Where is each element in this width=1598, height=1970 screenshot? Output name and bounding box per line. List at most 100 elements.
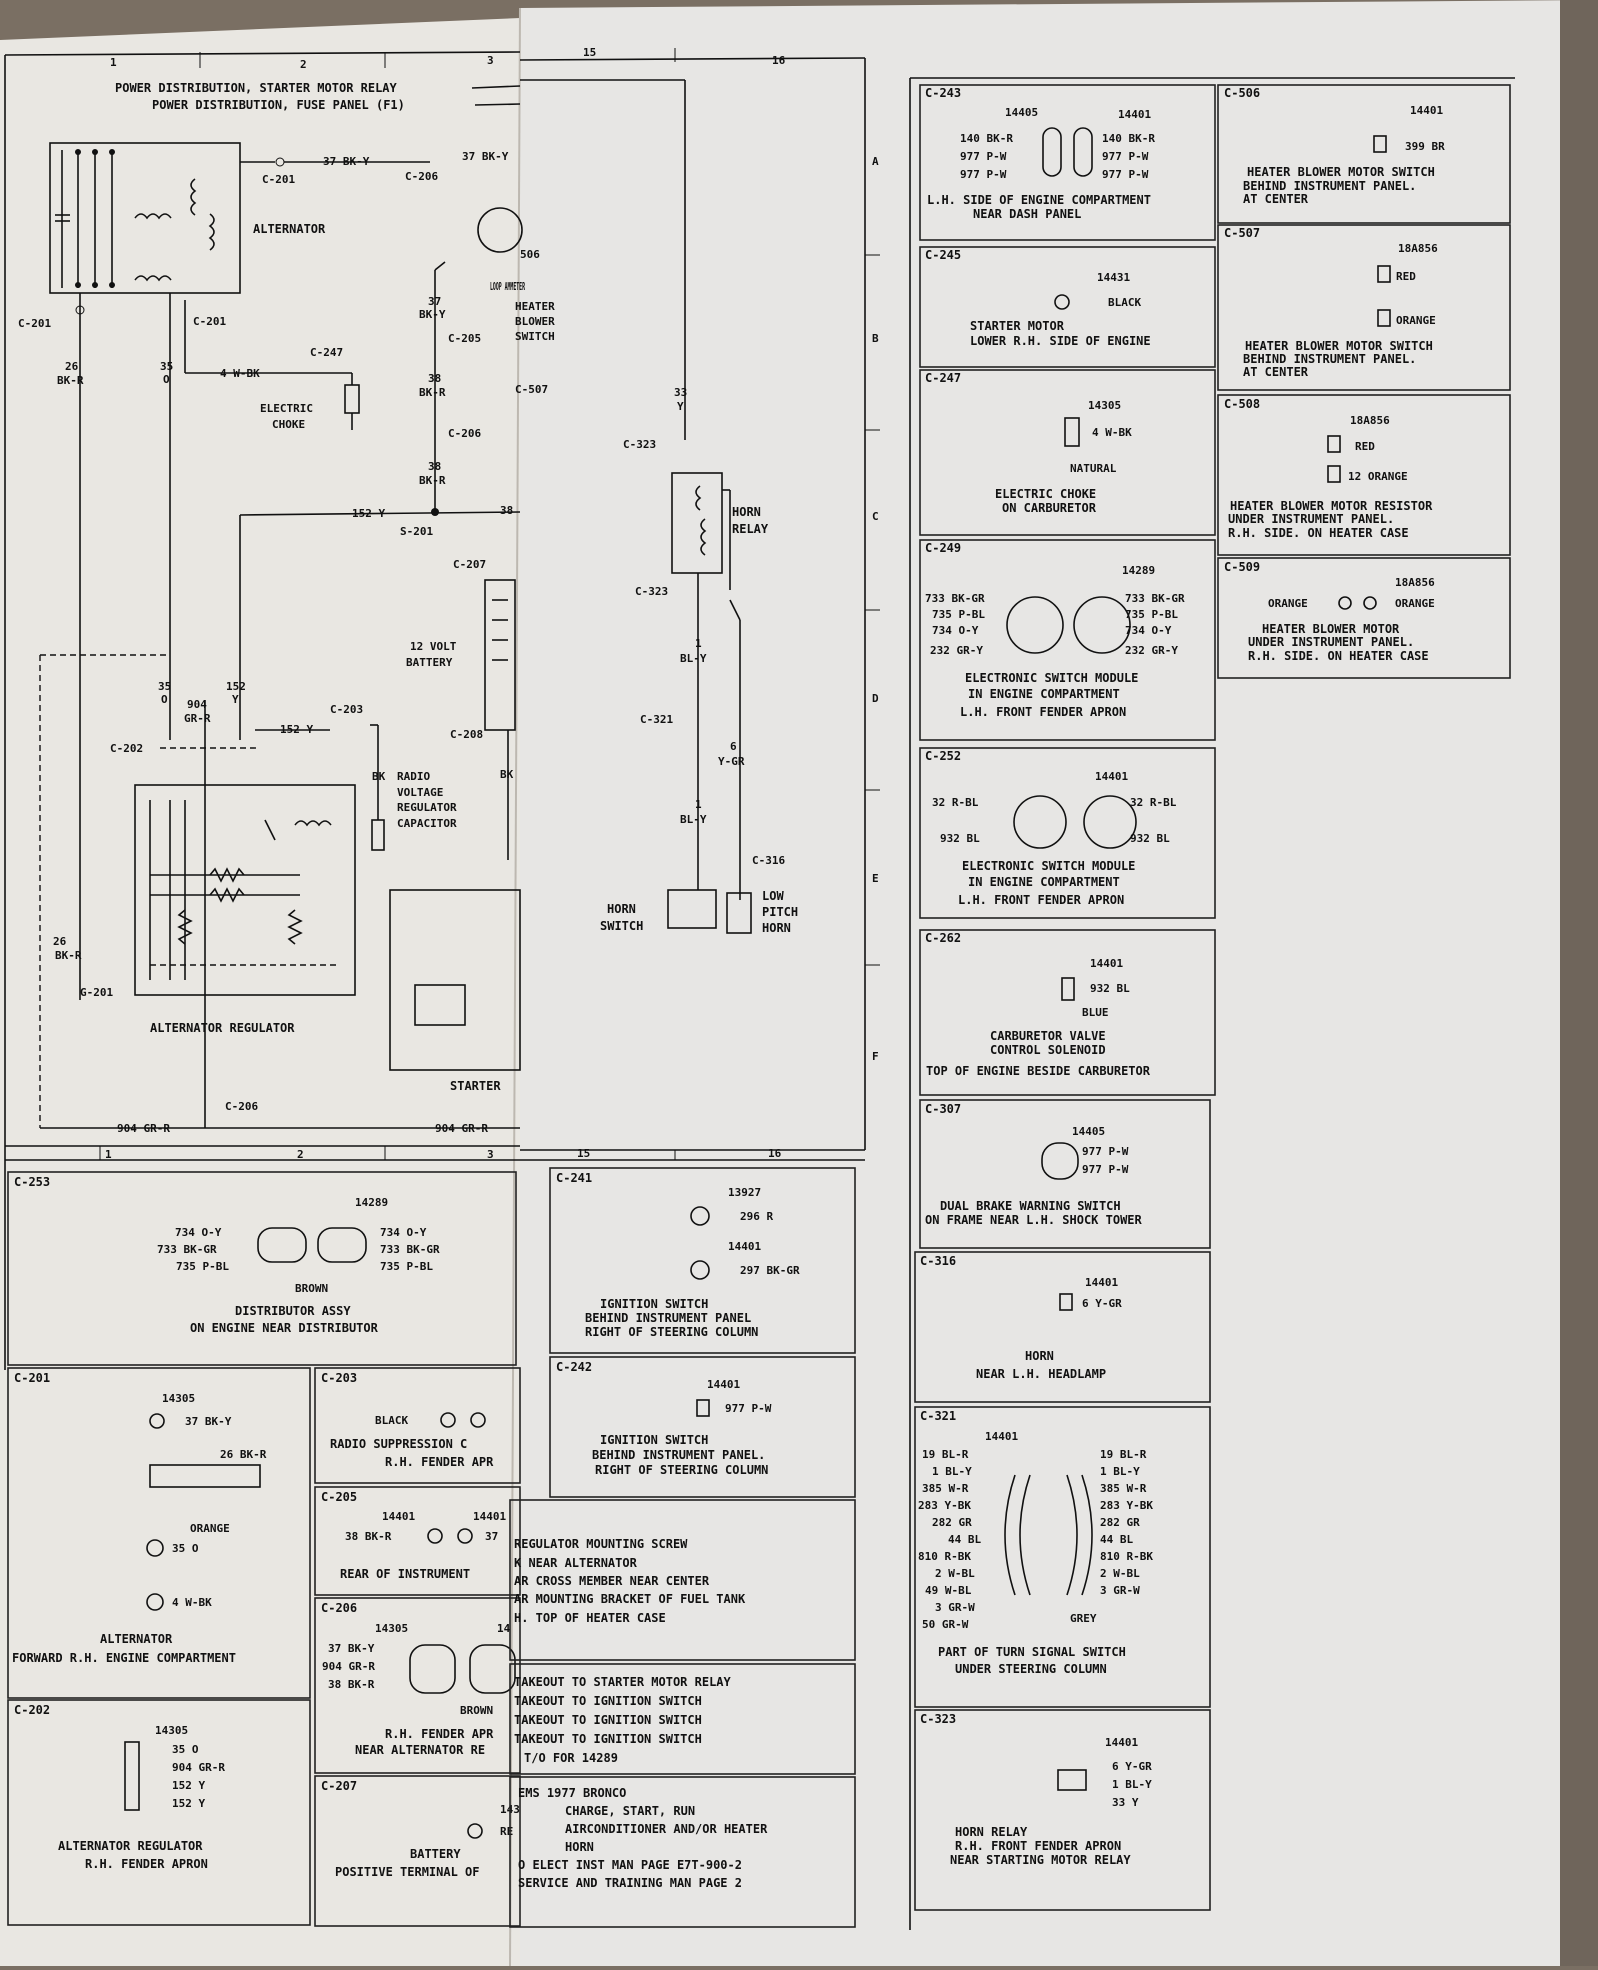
- c253-pin-l3: 735 P-BL: [176, 1260, 229, 1273]
- c201-id: C-201: [14, 1371, 50, 1385]
- electric-choke-label-1: ELECTRIC: [260, 402, 313, 415]
- c249-pin-l3: 734 O-Y: [932, 624, 979, 637]
- c205-pin-l: 38 BK-R: [345, 1530, 392, 1543]
- grid-col-1-bottom: 1: [105, 1148, 112, 1161]
- takeout-line-1: TAKEOUT TO STARTER MOTOR RELAY: [514, 1675, 732, 1689]
- c203-location-1: RADIO SUPPRESSION C: [330, 1437, 467, 1451]
- c202-box: [7, 1699, 311, 1926]
- bk-label: BK: [372, 770, 386, 783]
- wire-1b-num: 1: [695, 798, 702, 811]
- c245-id: C-245: [925, 248, 961, 262]
- c207-pin: RE: [500, 1825, 513, 1838]
- c247-location-1: ELECTRIC CHOKE: [995, 487, 1096, 501]
- radio-capacitor-label-4: CAPACITOR: [397, 817, 457, 830]
- c203-location-2: R.H. FENDER APR: [385, 1455, 494, 1469]
- c321-part: 14401: [985, 1430, 1018, 1443]
- c207-location-2: POSITIVE TERMINAL OF: [335, 1865, 480, 1879]
- c252-location-1: ELECTRONIC SWITCH MODULE: [962, 859, 1135, 873]
- c253-pin-l1: 734 O-Y: [175, 1226, 222, 1239]
- c323-ref-b: C-323: [635, 585, 668, 598]
- c202-id: C-202: [14, 1703, 50, 1717]
- c321-connector-right: [1081, 1474, 1093, 1596]
- c323-part: 14401: [1105, 1736, 1138, 1749]
- grid-col-1: 1: [110, 56, 117, 69]
- wire-6-color: Y-GR: [718, 755, 745, 768]
- grid-col-2-bottom: 2: [297, 1148, 304, 1161]
- c243-part-b: 14401: [1118, 108, 1151, 121]
- wire-26-num: 26: [65, 360, 79, 373]
- c321-pin-l2: 1 BL-Y: [932, 1465, 972, 1478]
- c247-id: C-247: [925, 371, 961, 385]
- title-line-5: O ELECT INST MAN PAGE E7T-900-2: [518, 1858, 742, 1872]
- c323-id: C-323: [920, 1712, 956, 1726]
- c249-pin-l4: 232 GR-Y: [930, 644, 983, 657]
- ammeter-gauge: [477, 207, 523, 253]
- header-fuse-panel: POWER DISTRIBUTION, FUSE PANEL (F1): [152, 98, 405, 112]
- c321-pin-l1: 19 BL-R: [922, 1448, 969, 1461]
- c205-box: [314, 1486, 521, 1596]
- c206-part-a: 14305: [375, 1622, 408, 1635]
- wire-38c-label: 38: [500, 504, 513, 517]
- c241-box: [549, 1167, 856, 1354]
- wire-35b-color: O: [161, 693, 168, 706]
- c321-pin-l11: 50 GR-W: [922, 1618, 969, 1631]
- c252-pin-l1: 32 R-BL: [932, 796, 979, 809]
- wire-33-color: Y: [677, 400, 684, 413]
- c506-pin: 399 BR: [1405, 140, 1445, 153]
- wire-6-num: 6: [730, 740, 737, 753]
- c206-label-bottom: C-206: [225, 1100, 258, 1113]
- c243-part-a: 14405: [1005, 106, 1038, 119]
- wire-26b-color: BK-R: [55, 949, 82, 962]
- alternator-label: ALTERNATOR: [253, 222, 326, 236]
- c253-color: BROWN: [295, 1282, 328, 1295]
- c206-box: [314, 1597, 521, 1774]
- wire-152c-label: 152 Y: [280, 723, 313, 736]
- c321-pin-r3: 385 W-R: [1100, 1482, 1147, 1495]
- c316-location-1: HORN: [1025, 1349, 1054, 1363]
- c243-pin-r1: 140 BK-R: [1102, 132, 1155, 145]
- c323-pin-1: 6 Y-GR: [1112, 1760, 1152, 1773]
- c509-pin-r: ORANGE: [1395, 597, 1435, 610]
- c253-pin-r3: 735 P-BL: [380, 1260, 433, 1273]
- alternator-symbol: [49, 142, 241, 294]
- c202-location-1: ALTERNATOR REGULATOR: [58, 1839, 203, 1853]
- c206-id: C-206: [321, 1601, 357, 1615]
- wire-152b-num: 152: [226, 680, 246, 693]
- c206-label-top: C-206: [405, 170, 438, 183]
- c508-pin-1: RED: [1355, 440, 1375, 453]
- radio-capacitor-label-2: VOLTAGE: [397, 786, 443, 799]
- wire-904b-label: 904 GR-R: [435, 1122, 488, 1135]
- c242-id: C-242: [556, 1360, 592, 1374]
- wire-1-color: BL-Y: [680, 652, 707, 665]
- c321-pin-l10: 3 GR-W: [935, 1601, 975, 1614]
- c207-ref: C-207: [453, 558, 486, 571]
- c205-location-1: REAR OF INSTRUMENT: [340, 1567, 470, 1581]
- c307-id: C-307: [925, 1102, 961, 1116]
- splice-s201-label: S-201: [400, 525, 433, 538]
- c262-location-1: CARBURETOR VALVE: [990, 1029, 1106, 1043]
- c207-location-1: BATTERY: [410, 1847, 461, 1861]
- c321-pin-r8: 2 W-BL: [1100, 1567, 1140, 1580]
- takeout-box: [509, 1663, 856, 1775]
- grid-col-2: 2: [300, 58, 307, 71]
- c241-location-3: RIGHT OF STEERING COLUMN: [585, 1325, 758, 1339]
- c323-location-2: R.H. FRONT FENDER APRON: [955, 1839, 1121, 1853]
- c249-id: C-249: [925, 541, 961, 555]
- c206-pin-2: 904 GR-R: [322, 1660, 375, 1673]
- c508-part: 18A856: [1350, 414, 1390, 427]
- c253-pin-r2: 733 BK-GR: [380, 1243, 440, 1256]
- c201-label-a: C-201: [262, 173, 295, 186]
- c507-location-3: AT CENTER: [1243, 365, 1309, 379]
- c241-pin-2: 297 BK-GR: [740, 1264, 800, 1277]
- c253-part: 14289: [355, 1196, 388, 1209]
- c242-location-1: IGNITION SWITCH: [600, 1433, 708, 1447]
- c202-pin-4: 152 Y: [172, 1797, 205, 1810]
- legend-line-5: H. TOP OF HEATER CASE: [514, 1611, 666, 1625]
- wire-1-num: 1: [695, 637, 702, 650]
- wire-904a-label: 904 GR-R: [117, 1122, 170, 1135]
- c241-id: C-241: [556, 1171, 592, 1185]
- wire-37b-num: 37: [428, 295, 441, 308]
- c202-part: 14305: [155, 1724, 188, 1737]
- c323-box: [914, 1709, 1211, 1911]
